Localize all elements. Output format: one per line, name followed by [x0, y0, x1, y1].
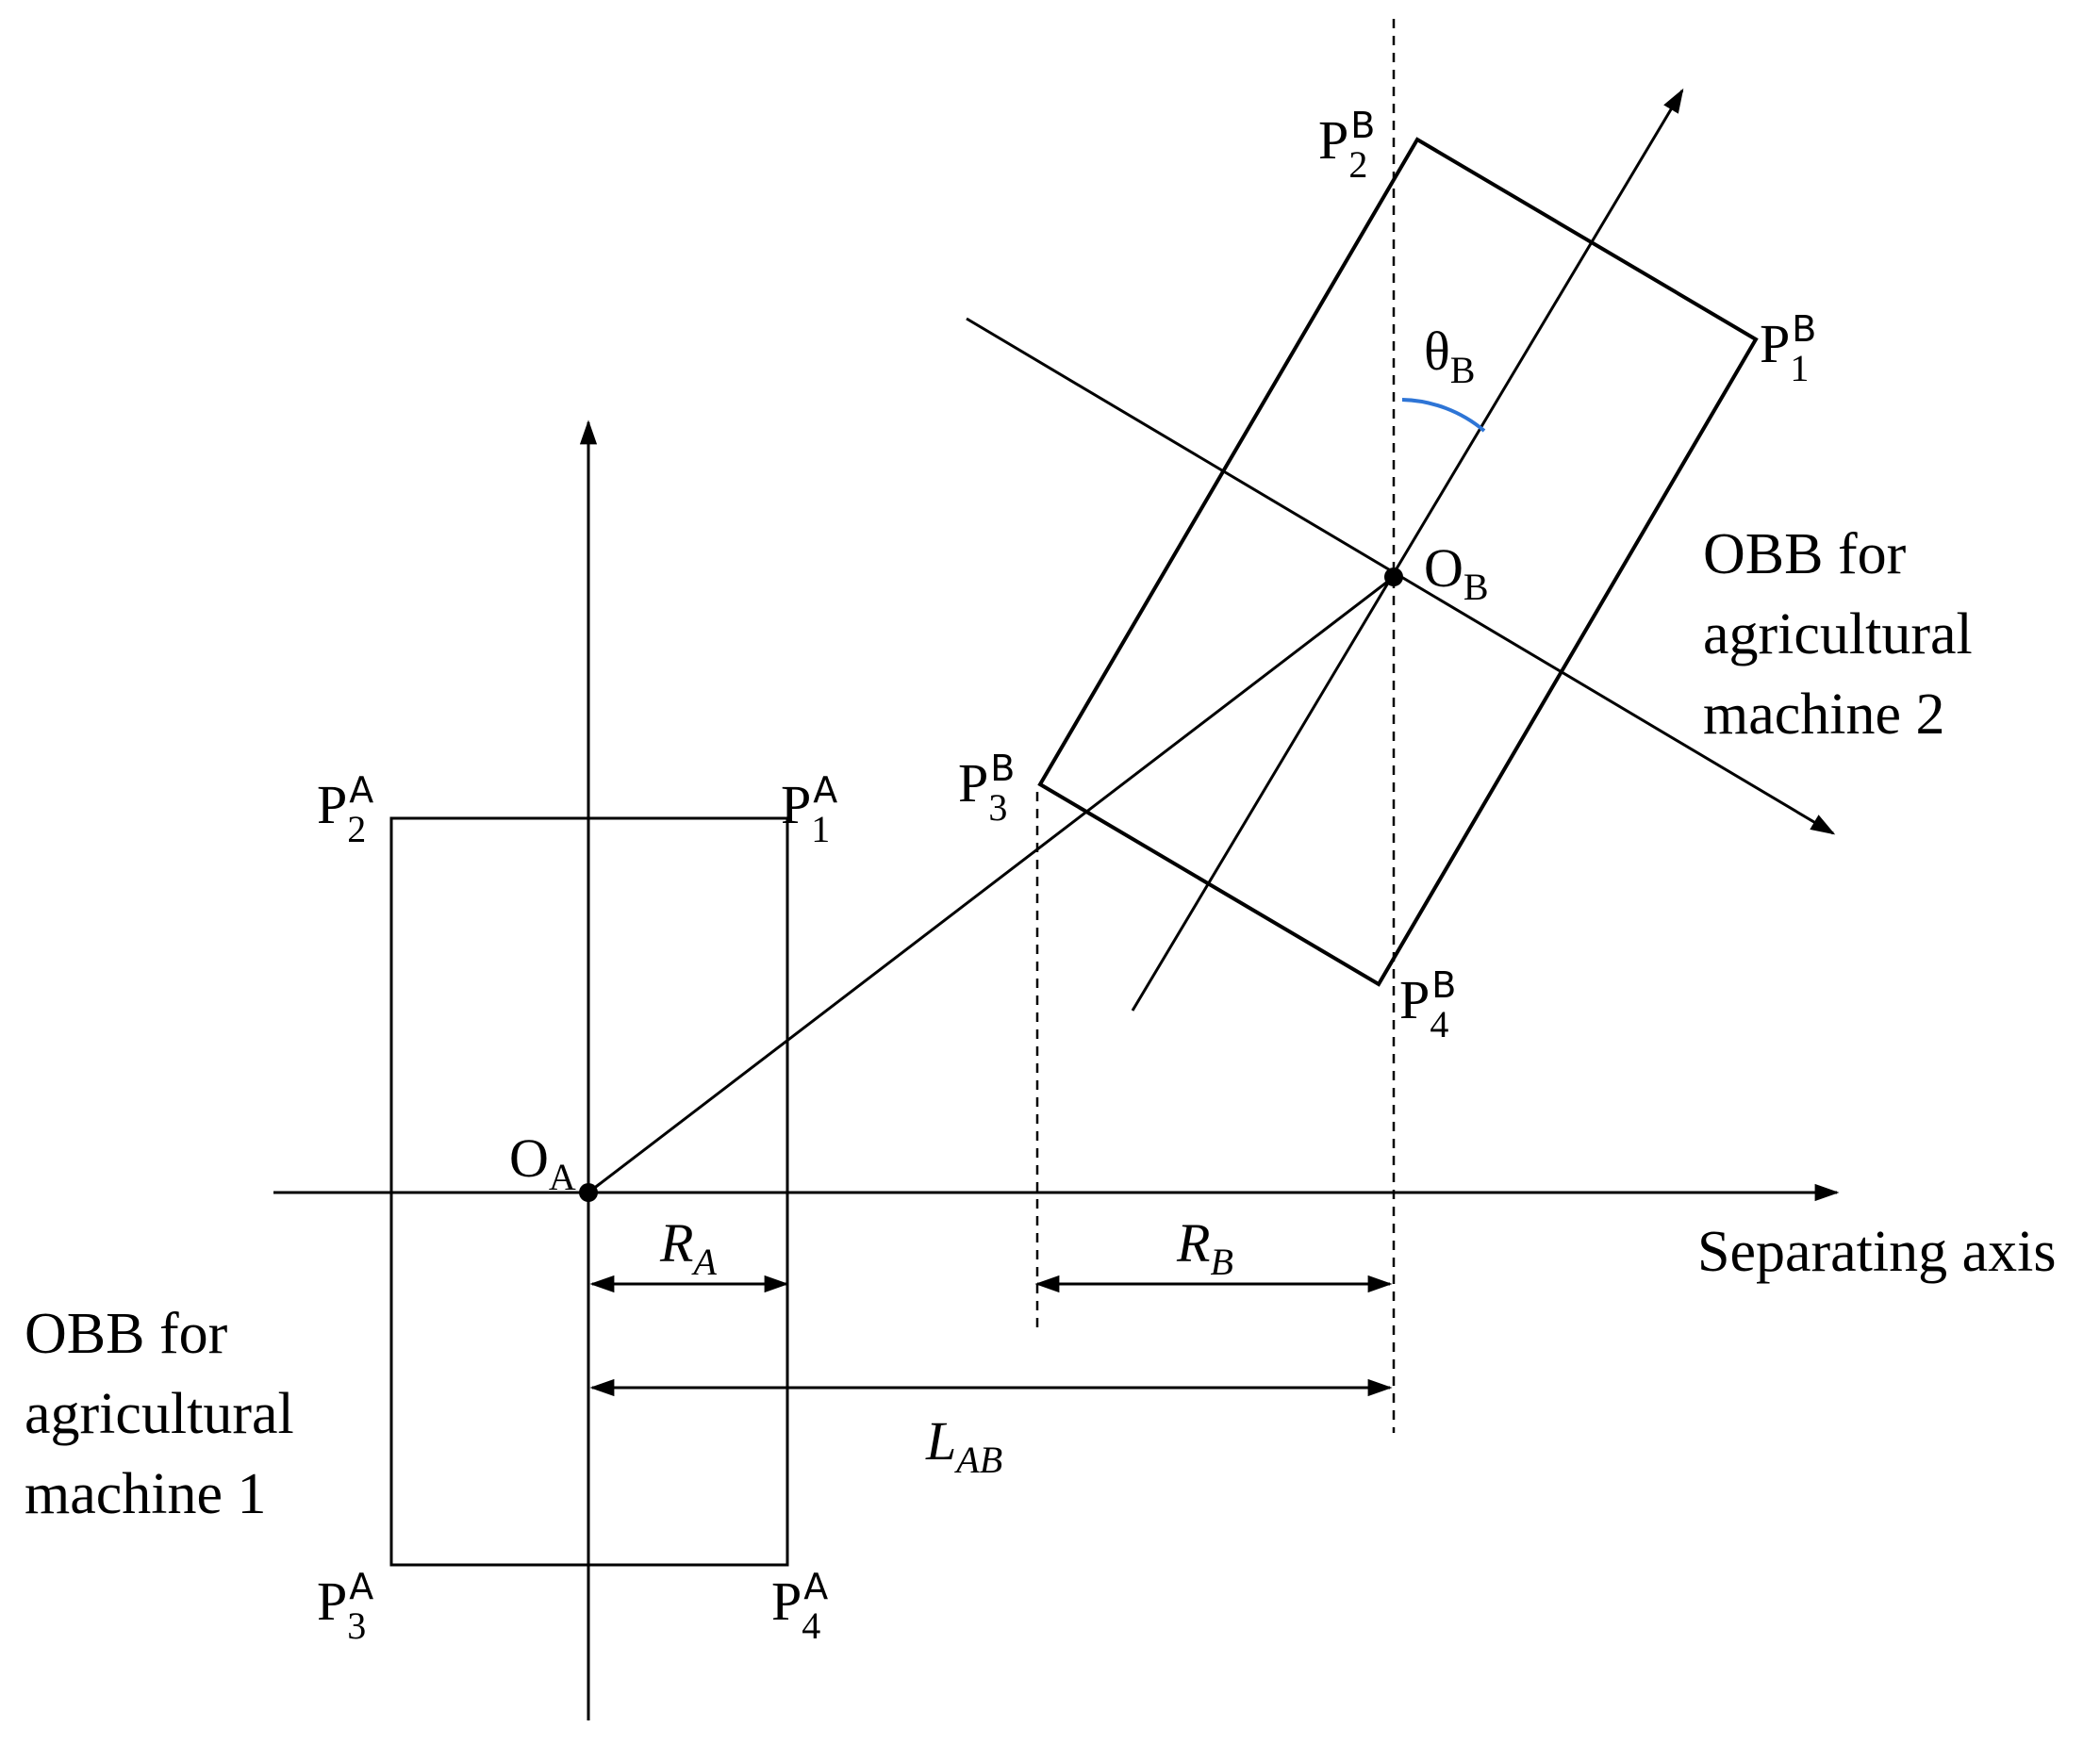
label-rb: RB — [1176, 1212, 1233, 1283]
label-ra: RA — [659, 1212, 717, 1283]
center-point-ob — [1384, 568, 1403, 586]
label-ob: OB — [1424, 537, 1489, 608]
caption-obb-machine-2: OBB for agricultural machine 2 — [1703, 522, 1987, 747]
label-lab: LAB — [925, 1410, 1002, 1481]
center-connector-line — [587, 575, 1395, 1194]
center-point-oa — [579, 1183, 598, 1202]
caption-separating-axis: Separating axis — [1697, 1220, 2057, 1284]
label-theta-b: θB — [1424, 321, 1475, 391]
theta-b-angle-arc — [1401, 398, 1486, 433]
label-oa: OA — [509, 1127, 576, 1198]
obb-b-long-axis — [1131, 88, 1684, 1012]
caption-obb-machine-1: OBB for agricultural machine 1 — [25, 1302, 308, 1526]
obb-b-rectangle — [1037, 137, 1759, 987]
